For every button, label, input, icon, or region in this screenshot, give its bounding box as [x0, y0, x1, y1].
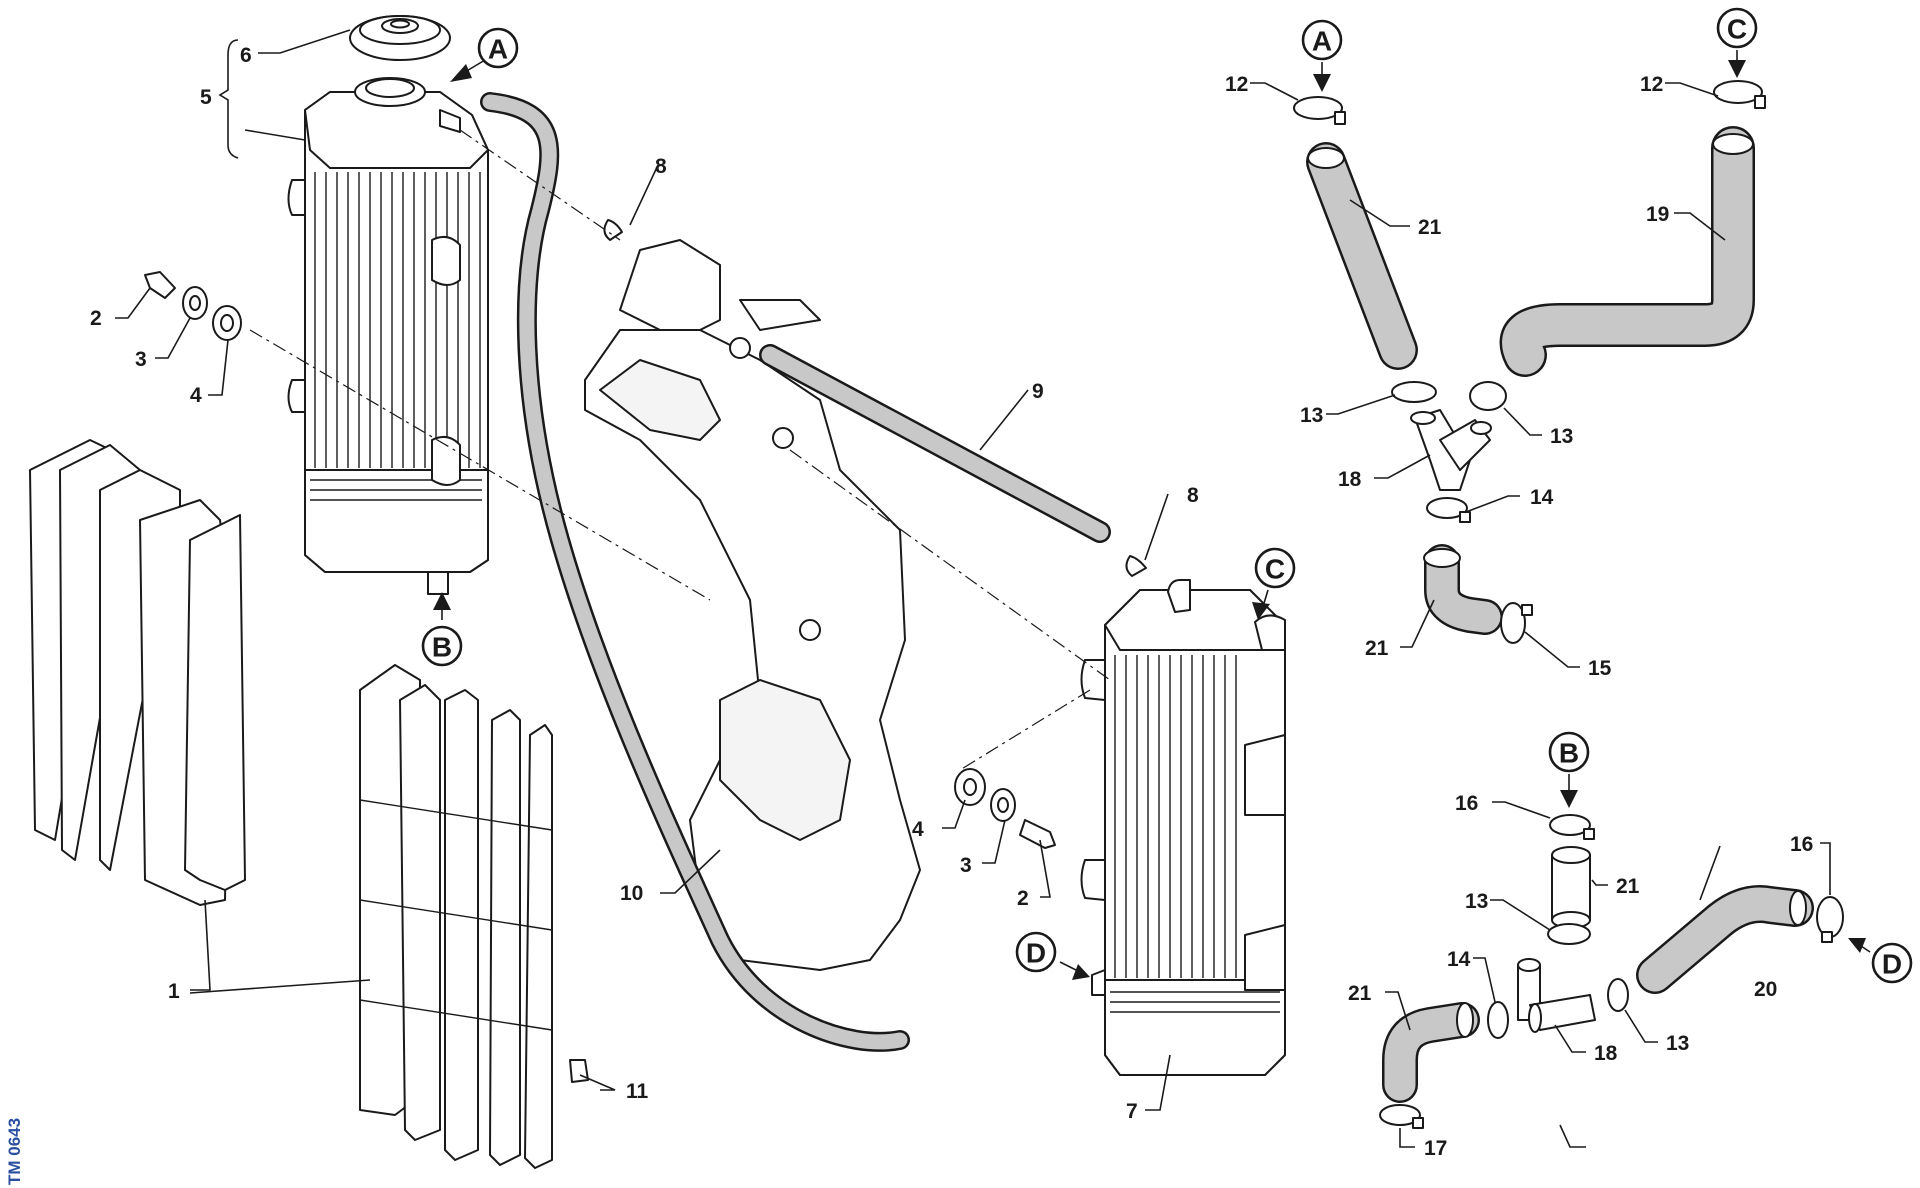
callout-14-upper: 14: [1530, 486, 1554, 509]
right-radiator: [1080, 579, 1286, 1076]
radiator-shrouds: [29, 439, 246, 906]
document-code: TM 0643: [5, 1118, 24, 1185]
callout-13-upper-left: 13: [1300, 404, 1323, 427]
left-mount-hardware: [144, 271, 242, 341]
callout-13-lower: 13: [1666, 1032, 1689, 1055]
connector-18-upper: [1410, 409, 1492, 491]
callout-2-right: 2: [1017, 887, 1029, 910]
callout-16-right: 16: [1790, 833, 1813, 856]
callout-21-upper: 21: [1418, 216, 1442, 239]
callout-21-short: 21: [1616, 875, 1640, 898]
leader-lines: [115, 29, 1831, 1148]
callout-13-middle: 13: [1465, 890, 1488, 913]
clamps-13-upper: [1391, 381, 1507, 411]
callout-21-lower: 21: [1348, 982, 1372, 1005]
connector-letter-a-hose: A: [1312, 26, 1332, 57]
long-hose-10: [480, 92, 910, 1052]
callout-10: 10: [620, 882, 643, 905]
connector-C-radiator: C: [1252, 547, 1296, 620]
callout-13-upper-right: 13: [1550, 425, 1573, 448]
frame: [584, 239, 921, 971]
callout-6: 6: [240, 44, 252, 67]
connector-D-hose: D: [1848, 938, 1913, 984]
callout-19: 19: [1646, 203, 1669, 226]
callout-4-right: 4: [912, 818, 924, 841]
callout-3-left: 3: [135, 348, 147, 371]
clamp-13-middle: [1547, 923, 1591, 945]
connector-letter-d: D: [1026, 938, 1046, 969]
connector-letter-b: B: [432, 632, 452, 663]
hose-20: [1636, 885, 1814, 994]
callout-17: 17: [1424, 1137, 1447, 1160]
callout-15: 15: [1588, 657, 1612, 680]
clamp-14-lower: [1487, 1001, 1509, 1039]
callout-11: 11: [626, 1080, 649, 1103]
callout-4-left: 4: [190, 384, 202, 407]
left-radiator: [287, 77, 489, 595]
radiator-cap: [349, 15, 451, 61]
hose-21-elbow-lower: [1382, 1002, 1480, 1103]
callout-3-right: 3: [960, 854, 972, 877]
connector-letter-a: A: [488, 34, 508, 65]
clamp-13-lower: [1607, 978, 1629, 1012]
callout-5: 5: [200, 86, 212, 109]
connector-letter-c: C: [1265, 554, 1285, 585]
callout-12-right: 12: [1640, 73, 1663, 96]
callout-18-lower: 18: [1594, 1042, 1618, 1065]
connector-D-radiator: D: [1015, 931, 1090, 980]
hose-21-upper: [1306, 142, 1418, 370]
connector-18-lower: [1517, 958, 1596, 1033]
hose-9: [759, 344, 1111, 543]
callout-numbers: 6 5 2 3 4 1 8 8 9 10 11 4 3 2 7 12 12 21…: [90, 44, 1813, 1160]
callout-20: 20: [1754, 978, 1777, 1001]
connector-C-hose: C: [1716, 7, 1758, 78]
clamp-16-right: [1816, 896, 1844, 943]
connector-A-left: A: [450, 27, 519, 82]
callout-12-left: 12: [1225, 73, 1248, 96]
clamp-14-upper: [1426, 497, 1471, 523]
connector-B-hose: B: [1548, 731, 1590, 808]
callout-21-middle: 21: [1365, 637, 1389, 660]
hose-21-short: [1551, 846, 1591, 929]
connector-letter-d-hose: D: [1882, 949, 1902, 980]
assembly-lines: [249, 129, 1111, 771]
callout-1: 1: [168, 980, 180, 1003]
clamp-17: [1379, 1104, 1424, 1129]
callout-8-upper: 8: [655, 155, 667, 178]
right-mount-hardware: [954, 768, 1056, 849]
callout-7: 7: [1126, 1100, 1138, 1123]
callout-9: 9: [1032, 380, 1044, 403]
clamp-8-lower: [1125, 555, 1147, 577]
callout-8-lower: 8: [1187, 484, 1199, 507]
clamp-16-upper: [1549, 814, 1595, 840]
connector-A-hose: A: [1301, 19, 1343, 92]
hose-19: [1499, 126, 1755, 377]
connector-B-left: B: [421, 592, 463, 667]
left-radiator-fins: [314, 172, 481, 468]
clamp-15: [1500, 602, 1533, 644]
callout-16-upper: 16: [1455, 792, 1478, 815]
clamp-8-upper: [603, 219, 623, 241]
right-radiator-fins: [1114, 655, 1237, 978]
callout-14-lower: 14: [1447, 948, 1471, 971]
connector-letter-b-hose: B: [1559, 738, 1579, 769]
callout-2-left: 2: [90, 307, 102, 330]
hose-21-elbow-upper: [1423, 544, 1503, 635]
clamps-12: [1293, 80, 1766, 125]
lower-grille: [359, 664, 589, 1169]
connector-letter-c-hose: C: [1727, 14, 1747, 45]
callout-18-upper: 18: [1338, 468, 1362, 491]
